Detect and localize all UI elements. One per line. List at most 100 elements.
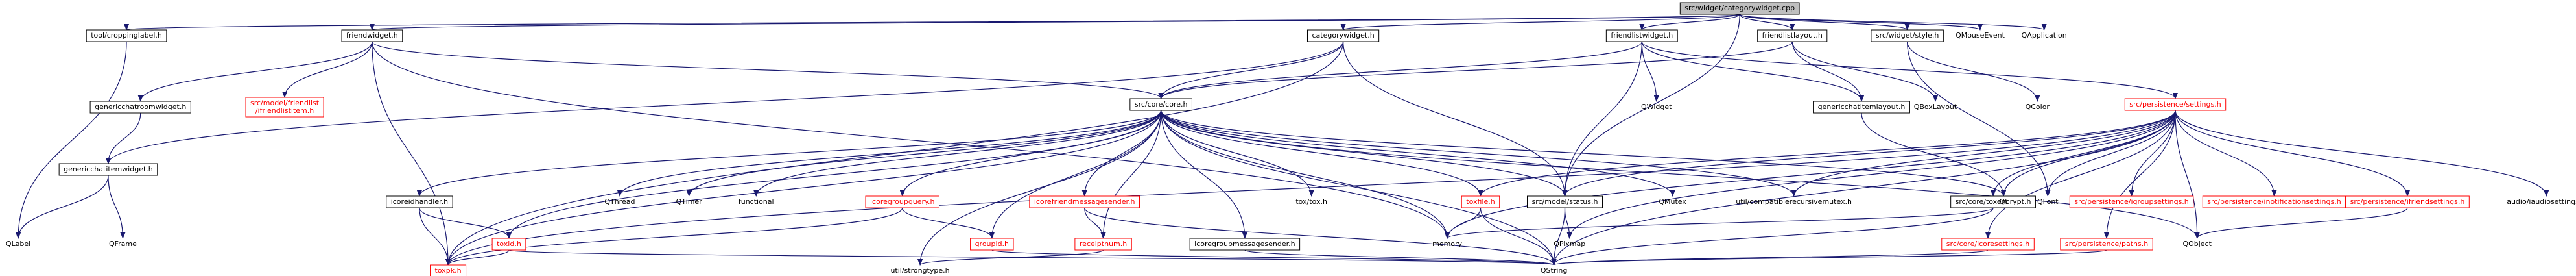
- graph-node-friendlistwidget[interactable]: friendlistwidget.h: [1605, 29, 1678, 42]
- node-label: QString: [1541, 266, 1568, 275]
- node-label: src/widget/categorywidget.cpp: [1684, 4, 1795, 12]
- edge-core-to-icorefriendmessagesender: [1081, 110, 1162, 197]
- edge-root-to-qmouseevent: [1739, 14, 1983, 31]
- graph-node-icoregroupquery[interactable]: icoregroupquery.h: [865, 195, 939, 208]
- graph-node-genericchatroomwidget[interactable]: genericchatroomwidget.h: [89, 101, 191, 114]
- graph-node-icoresettings[interactable]: src/core/icoresettings.h: [1941, 238, 2035, 251]
- edge-root-to-friendwidget: [370, 14, 1740, 31]
- edge-friendwidget-to-toxpk: [372, 41, 451, 266]
- edge-categorywidget-to-status: [1342, 41, 1568, 197]
- edge-categorywidget-to-toxpk: [445, 41, 1344, 266]
- node-box: [1461, 195, 1500, 208]
- node-box: [865, 195, 939, 208]
- graph-node-qframe: QFrame: [109, 240, 137, 248]
- node-label: src/persistence/ifriendsettings.h: [2350, 197, 2465, 206]
- node-label: friendlistwidget.h: [1611, 31, 1673, 40]
- graph-node-status[interactable]: src/model/status.h: [1527, 195, 1603, 208]
- node-label: icorefriendmessagesender.h: [1034, 197, 1135, 206]
- graph-node-friendlistlayout[interactable]: friendlistlayout.h: [1757, 29, 1828, 42]
- graph-node-toxencrypt[interactable]: src/core/toxencrypt.h: [1950, 195, 2036, 208]
- node-label: QTimer: [676, 197, 703, 206]
- graph-node-croppinglabel[interactable]: tool/croppinglabel.h: [86, 29, 167, 42]
- edge-friendlistwidget-to-qwidget: [1641, 41, 1659, 102]
- graph-node-groupid[interactable]: groupid.h: [970, 238, 1014, 251]
- edge-friendlistwidget-to-settings: [1641, 41, 2178, 99]
- graph-node-friendwidget[interactable]: friendwidget.h: [341, 29, 403, 42]
- graph-node-categorywidget[interactable]: categorywidget.h: [1306, 29, 1380, 42]
- graph-node-settings[interactable]: src/persistence/settings.h: [2124, 98, 2227, 111]
- edge-toxfile-to-qstring: [1480, 207, 1557, 266]
- graph-node-strongtype: util/strongtype.h: [890, 266, 949, 275]
- edge-settings-to-toxfile: [1478, 110, 2176, 197]
- node-box: [341, 29, 403, 42]
- graph-node-paths[interactable]: src/persistence/paths.h: [2060, 238, 2153, 251]
- edge-croppinglabel-to-qlabel: [16, 41, 127, 239]
- graph-node-qfont: QFont: [2037, 197, 2059, 206]
- node-label: src/model/friendlist: [250, 99, 320, 107]
- edge-core-to-qthread: [617, 110, 1162, 197]
- node-label: src/core/icoresettings.h: [1946, 240, 2030, 248]
- edge-settings-to-toxpk: [445, 110, 2176, 266]
- edge-icoregroupquery-to-groupid: [902, 207, 995, 239]
- edge-core-to-qstring: [1161, 110, 1557, 266]
- edge-settings-to-qpixmap: [1566, 110, 2176, 239]
- edge-status-to-qpixmap: [1564, 207, 1572, 239]
- graph-node-root[interactable]: src/widget/categorywidget.cpp: [1679, 2, 1800, 15]
- node-label: toxpk.h: [435, 266, 462, 275]
- edge-core-to-icoregroupmessagesender: [1161, 110, 1247, 239]
- edge-genericchatroomwidget-to-genericchatitemwidget: [105, 112, 141, 164]
- edge-core-to-qt: [1161, 110, 2006, 197]
- graph-node-qlabel: QLabel: [6, 240, 30, 248]
- graph-node-icorefriendmessagesender[interactable]: icorefriendmessagesender.h: [1029, 195, 1140, 208]
- node-box: [1029, 195, 1140, 208]
- node-label: toxfile.h: [1466, 197, 1495, 206]
- edge-toxid-to-qstring: [508, 249, 1556, 266]
- graph-node-ifriendlistitem[interactable]: src/model/friendlist/ifriendlistitem.h: [245, 97, 324, 118]
- graph-node-style[interactable]: src/widget/style.h: [1871, 29, 1944, 42]
- node-box: [386, 195, 453, 208]
- edge-toxencrypt-to-qstring: [1551, 207, 1994, 266]
- graph-node-genericchatitemlayout[interactable]: genericchatitemlayout.h: [1813, 101, 1910, 114]
- graph-node-inotificationsettings[interactable]: src/persistence/inotificationsettings.h: [2202, 195, 2346, 208]
- graph-node-qpixmap: QPixmap: [1554, 240, 1585, 248]
- node-label: audio/iaudiosettings.h: [2507, 197, 2576, 206]
- graph-node-qobject: QObject: [2182, 240, 2212, 248]
- edge-groupid-to-qstring: [991, 249, 1556, 266]
- graph-node-icoregroupmessagesender[interactable]: icoregroupmessagesender.h: [1189, 238, 1301, 251]
- graph-node-audiosettings: audio/iaudiosettings.h: [2507, 197, 2576, 206]
- graph-node-genericchatitemwidget[interactable]: genericchatitemwidget.h: [58, 163, 158, 176]
- graph-node-icoreidhandler[interactable]: icoreidhandler.h: [386, 195, 453, 208]
- node-label: tox/tox.h: [1295, 197, 1327, 206]
- node-label: functional: [739, 197, 774, 206]
- edge-genericchatitemwidget-to-qlabel: [16, 175, 109, 239]
- edge-core-to-functional: [753, 110, 1162, 197]
- edge-settings-to-inotificationsettings: [2175, 110, 2277, 197]
- edge-ifriendsettings-to-qobject: [2194, 207, 2408, 239]
- graph-node-toxfile[interactable]: toxfile.h: [1461, 195, 1500, 208]
- node-label: QWidget: [1641, 103, 1672, 111]
- nodes-layer: src/widget/categorywidget.cpp tool/croppi…: [6, 2, 2576, 276]
- graph-node-igroupsettings[interactable]: src/persistence/igroupsettings.h: [2069, 195, 2194, 208]
- edge-friendwidget-to-memory: [372, 41, 1450, 239]
- graph-node-receiptnum[interactable]: receiptnum.h: [1074, 238, 1132, 251]
- graph-node-ifriendsettings[interactable]: src/persistence/ifriendsettings.h: [2345, 195, 2470, 208]
- edge-root-to-croppinglabel: [124, 14, 1740, 31]
- node-label: tool/croppinglabel.h: [91, 31, 162, 40]
- edge-icoresettings-to-qstring: [1552, 249, 1989, 266]
- edge-icorefriendmessagesender-to-qstring: [1084, 207, 1557, 266]
- node-box: [2060, 238, 2153, 251]
- edges-layer: [16, 14, 2549, 266]
- node-label: QMutex: [1659, 197, 1686, 206]
- node-label: /ifriendlistitem.h: [255, 107, 314, 115]
- node-label: src/persistence/inotificationsettings.h: [2207, 197, 2341, 206]
- node-label: categorywidget.h: [1312, 31, 1374, 40]
- node-label: QColor: [2026, 103, 2050, 111]
- edge-core-to-memory: [1161, 110, 1450, 239]
- edge-core-to-icoreidhandler: [417, 110, 1162, 197]
- graph-node-toxpk[interactable]: toxpk.h: [430, 264, 467, 276]
- edge-style-to-qfont: [1907, 41, 2051, 197]
- edge-categorywidget-to-core: [1158, 41, 1344, 99]
- node-box: [86, 29, 167, 42]
- graph-node-core[interactable]: src/core/core.h: [1129, 98, 1192, 111]
- graph-node-toxid[interactable]: toxid.h: [491, 238, 526, 251]
